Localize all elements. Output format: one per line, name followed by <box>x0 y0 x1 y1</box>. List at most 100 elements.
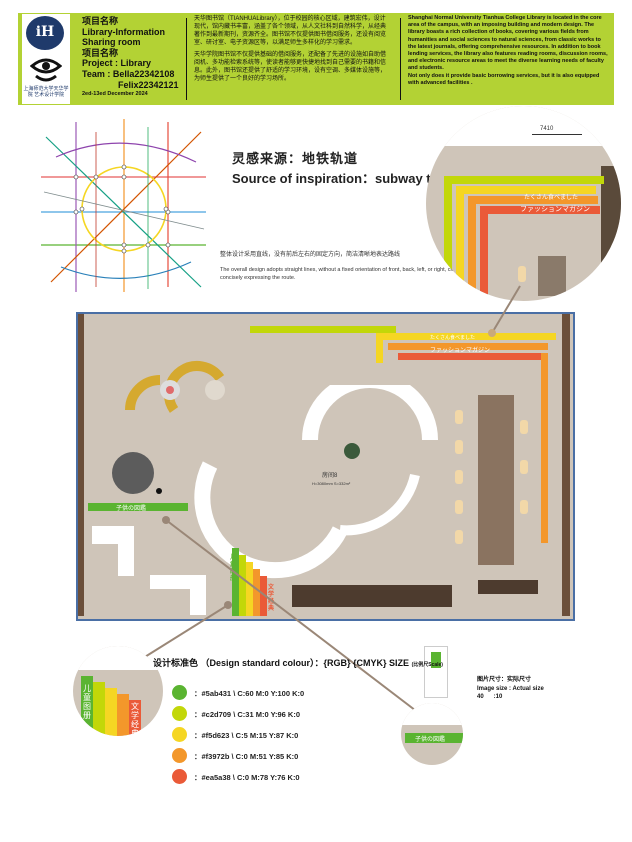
image-size-info: 图片尺寸：实际尺寸 Image size : Actual size 40 :1… <box>477 676 544 702</box>
swatch-dot <box>172 706 187 721</box>
white-bench <box>190 575 206 615</box>
header-divider <box>400 18 401 100</box>
standard-colour-text: 设计标准色 （Design standard colour）：{RGB} {CM… <box>153 658 387 668</box>
track-yellow-v <box>105 688 117 736</box>
swatch-label: ：#f3972b \ C:0 M:51 Y:85 K:0 <box>194 752 299 761</box>
cn-paragraph: 天华图书馆（TIANHUALibrary），位于校园的核心区域，建筑宏伟，设计现… <box>194 16 387 46</box>
project-info: 项目名称 Library-Information Sharing room 项目… <box>82 16 182 98</box>
table-leg <box>156 488 162 494</box>
en-paragraph: Not only does it provide basic borrowing… <box>408 72 600 86</box>
zoom-white-area <box>426 106 621 146</box>
track-yellow <box>376 333 556 340</box>
size-title: SIZE <box>389 658 410 668</box>
size-ratio: 40 :10 <box>477 694 503 700</box>
bottom-shelf <box>292 585 452 607</box>
header-bar <box>18 13 614 105</box>
track-orange <box>468 196 598 204</box>
design-desc-en: The overall design adopts straight lines… <box>220 267 475 281</box>
design-desc-cn: 整体设计采用直线，没有前后左右的固定方向，简洁清晰地表达路线 <box>220 252 401 258</box>
zoom-white-area <box>73 646 163 670</box>
dimension-line <box>532 134 582 135</box>
track-red-v <box>260 576 267 616</box>
inspiration-title-en: Source of inspiration：subway tracks <box>232 171 465 186</box>
track-orange <box>388 343 548 350</box>
header-divider <box>186 18 187 100</box>
stool <box>455 530 463 544</box>
track-green-v <box>232 548 239 616</box>
project-line: Project : Library <box>82 58 152 69</box>
logo-text: iH <box>35 24 55 40</box>
track-yellow-v <box>376 333 383 363</box>
zoom-table <box>538 256 566 296</box>
description-en: Shanghai Normal University Tianhua Colle… <box>408 15 610 87</box>
swatch-dot <box>172 769 187 784</box>
zone-label-fashion: ファッションマガジン <box>430 348 491 354</box>
track-yellow <box>456 186 596 194</box>
stool <box>455 410 463 424</box>
subway-map <box>41 119 206 292</box>
standard-colour-title: 设计标准色 （Design standard colour）：{RGB} {CM… <box>153 656 443 669</box>
project-line: Library-Information <box>82 26 166 37</box>
room-label: 房间8 <box>322 473 338 479</box>
zoom-circle-top: ファッションマガジン たくさん食べました <box>426 106 621 301</box>
project-line: Felix22342121 <box>118 79 179 90</box>
left-wall <box>78 314 84 616</box>
long-table <box>478 395 514 565</box>
track-green-v <box>81 676 93 736</box>
stool <box>455 500 463 514</box>
track-yellow-v <box>246 562 253 616</box>
swatch-dot <box>172 685 187 700</box>
track-red <box>480 206 600 214</box>
stool <box>520 460 528 474</box>
zoom-chair <box>518 266 526 282</box>
track-lime-v <box>444 176 452 301</box>
en-paragraph: Shanghai Normal University Tianhua Colle… <box>408 15 608 72</box>
zoom-circle-bottom: 儿童图册 文学经典 <box>73 646 163 736</box>
size-line-en: Image size : Actual size <box>477 685 544 692</box>
track-red <box>398 353 548 360</box>
size-scale: (比例尺Scale) <box>411 662 443 668</box>
track-detail <box>424 646 448 698</box>
stool <box>455 470 463 484</box>
zoom-wall <box>601 166 621 301</box>
project-dates: 2ed-13ed December 2024 <box>82 91 148 98</box>
description-cn: 天华图书馆（TIANHUALibrary），位于校园的核心区域，建筑宏伟，设计现… <box>194 15 390 87</box>
zone-label-food: たくさん食べました <box>524 195 579 201</box>
swatch-label: ：#5ab431 \ C:60 M:0 Y:100 K:0 <box>194 689 305 698</box>
project-line: 项目名称 <box>82 16 119 26</box>
track-green <box>405 733 463 743</box>
stool <box>455 440 463 454</box>
zoom-circle-small: 子供の図鑑 <box>401 703 463 765</box>
logo-caption: 上海师范大学天华学院 艺术设计学院 <box>23 86 69 98</box>
track-green <box>88 503 188 511</box>
cn-paragraph: 天华学院图书馆不仅提供基础的借阅服务，还配备了先进的设施如自助借阅机、多功能检索… <box>194 52 387 82</box>
zone-label-children: 子供の図鑑 <box>116 506 147 512</box>
zone-label-children: 子供の図鑑 <box>415 737 446 743</box>
vertical-label-literature: 文学经典 <box>268 585 275 612</box>
zoom-white-area <box>401 703 463 725</box>
project-line: 项目名称 <box>82 47 119 58</box>
scale-dimension: 7410 <box>540 126 554 132</box>
track-lime-v <box>93 682 105 736</box>
stool <box>520 500 528 514</box>
size-line-cn: 图片尺寸：实际尺寸 <box>477 677 532 683</box>
bottom-shelf <box>478 580 538 594</box>
track-orange-v <box>117 694 129 736</box>
white-bench <box>92 526 122 544</box>
track-yellow-v <box>456 186 464 301</box>
track-lime <box>444 176 604 184</box>
zone-label-food: たくさん食べました <box>430 335 476 341</box>
round-seating <box>125 360 225 413</box>
track-green-v <box>431 652 441 668</box>
school-logo <box>26 16 64 50</box>
track-lime-v <box>239 555 246 616</box>
inspiration-title-cn: 灵感来源：地铁轨道 <box>232 151 359 166</box>
swatch-dot <box>172 727 187 742</box>
track-red-v <box>129 700 141 736</box>
project-line: Sharing room <box>82 37 141 48</box>
round-table <box>112 452 154 494</box>
right-wall <box>562 314 570 616</box>
track-orange-v <box>541 353 548 543</box>
swatch-label: ：#c2d709 \ C:31 M:0 Y:96 K:0 <box>194 710 301 719</box>
swatch-label: ：#f5d623 \ C:5 M:15 Y:87 K:0 <box>194 731 299 740</box>
